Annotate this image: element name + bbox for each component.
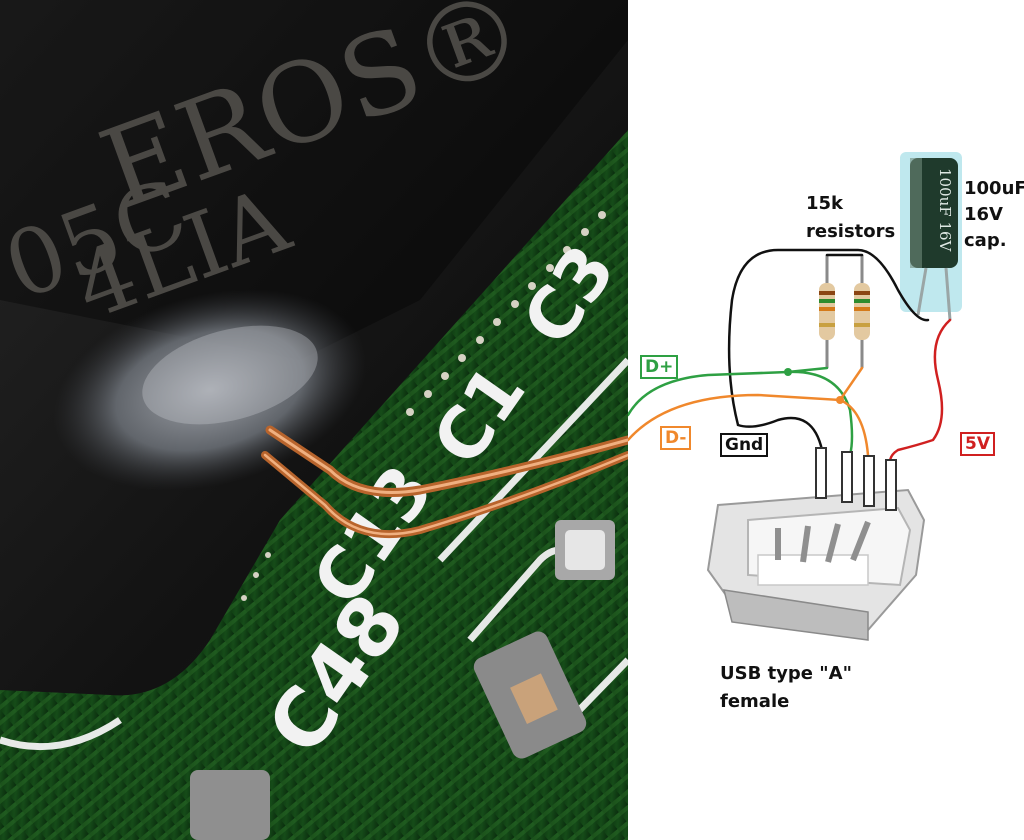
capacitor: 100uF 16V xyxy=(900,152,962,321)
capacitor-label: 100uF 16V cap. xyxy=(964,178,1024,251)
chip-pins xyxy=(241,211,606,601)
connector-label: USB type "A" female xyxy=(720,663,852,712)
wiring-diagram: 100uF 16V xyxy=(628,0,1024,840)
data-plus-junction xyxy=(784,368,792,376)
smd-components xyxy=(190,520,615,840)
data-minus-tag: D- xyxy=(660,426,692,450)
svg-text:100uF 16V: 100uF 16V xyxy=(936,168,954,253)
data-minus-junction xyxy=(836,396,844,404)
resistor-2 xyxy=(854,255,870,368)
usb-connector xyxy=(706,447,926,641)
ground-tag: Gnd xyxy=(720,433,769,457)
power-wire xyxy=(888,318,952,464)
bodge-wire xyxy=(261,425,628,539)
data-minus-wire xyxy=(628,366,870,457)
wiring-drawing: 100uF 16V xyxy=(628,152,962,641)
resistor-1 xyxy=(819,255,835,368)
data-plus-tag: D+ xyxy=(640,355,679,379)
pcb-photo-drawing: EROS® 4LIA 05C C3 C1 C13 C48 xyxy=(0,0,628,840)
power-tag: 5V xyxy=(960,432,995,456)
resistors-label: 15k resistors xyxy=(806,193,896,242)
data-plus-wire xyxy=(628,366,854,457)
ground-wire xyxy=(727,248,930,457)
pcb-photo: EROS® 4LIA 05C C3 C1 C13 C48 xyxy=(0,0,628,840)
